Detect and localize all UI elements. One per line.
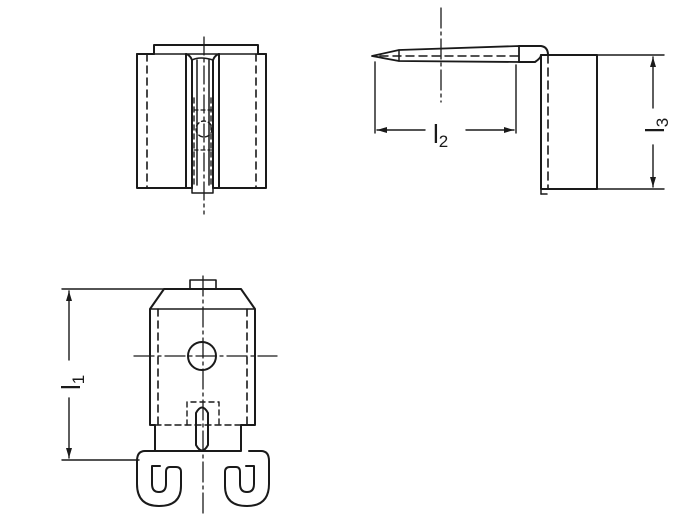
label-l3: l3 [640,118,672,133]
dimension-l3 [596,54,665,190]
label-l2: l2 [433,119,448,151]
svg-text:l1: l1 [56,375,88,390]
front-view [136,36,267,215]
dimension-l2 [374,61,517,134]
top-view [133,275,278,516]
label-l1-subscript: 1 [69,375,88,384]
label-l1-symbol: l [56,384,86,390]
label-l2-symbol: l [433,119,439,149]
svg-text:l3: l3 [640,118,672,133]
label-l1: l1 [56,375,88,390]
label-l3-subscript: 3 [653,118,672,127]
label-l2-subscript: 2 [439,132,448,151]
side-view [371,7,598,195]
svg-text:l2: l2 [433,119,448,151]
label-l3-symbol: l [640,127,670,133]
dimension-l1 [61,288,188,461]
